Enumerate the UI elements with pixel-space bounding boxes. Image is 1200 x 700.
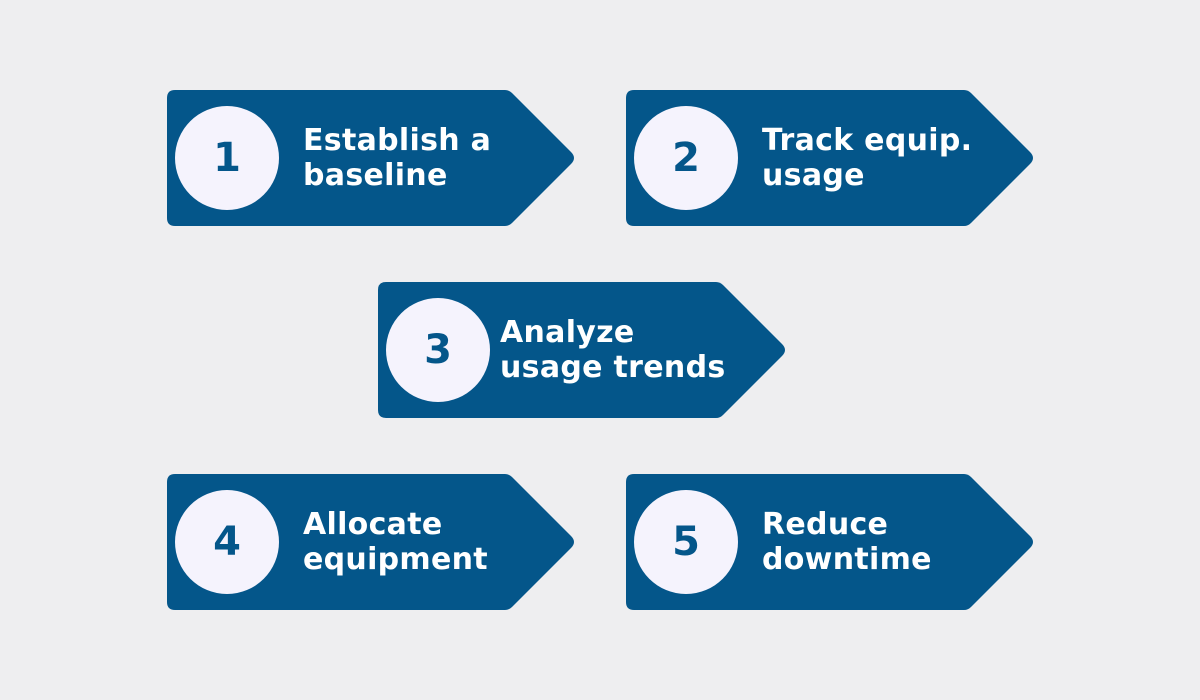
step-label-line: Establish a (303, 123, 492, 158)
step-number-circle: 2 (634, 106, 738, 210)
step-label-line: downtime (762, 542, 932, 577)
step-number: 2 (672, 135, 700, 181)
arrow-shape (378, 282, 785, 418)
step-label-line: Analyze (500, 315, 635, 350)
step-label-line: baseline (303, 158, 448, 193)
step-label-line: Allocate (303, 507, 443, 542)
arrow-shape (626, 90, 1033, 226)
step-label-line: Track equip. (762, 123, 973, 158)
arrow-shape (626, 474, 1033, 610)
step-number: 3 (424, 327, 452, 373)
step-label-line: usage (762, 158, 865, 193)
step-2: 2 Track equip.usage (626, 90, 1036, 226)
step-label-line: Reduce (762, 507, 889, 542)
arrow-shape (167, 474, 574, 610)
step-number: 5 (672, 519, 700, 565)
step-number: 4 (213, 519, 241, 565)
step-label-line: usage trends (500, 350, 726, 385)
step-number: 1 (213, 135, 241, 181)
arrow-shape (167, 90, 574, 226)
step-number-circle: 4 (175, 490, 279, 594)
step-number-circle: 5 (634, 490, 738, 594)
step-label-line: equipment (303, 542, 488, 577)
step-number-circle: 3 (386, 298, 490, 402)
step-number-circle: 1 (175, 106, 279, 210)
step-label: Track equip.usage (762, 90, 972, 226)
